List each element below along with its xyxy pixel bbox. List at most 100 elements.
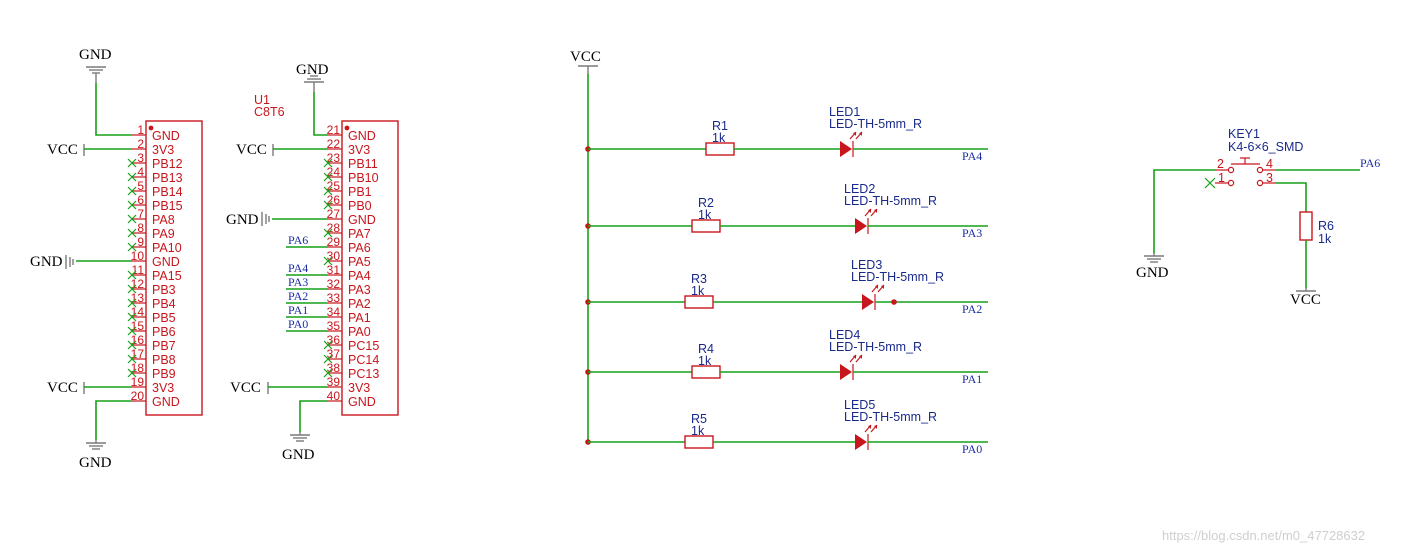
key1-pin-1: 1: [1218, 171, 1225, 185]
hl-pin-label-12: PB3: [152, 283, 176, 297]
hr-nc-mark-b-36: [323, 340, 333, 350]
hl-pin-number-3: 3: [137, 151, 144, 165]
gnd-label-key: GND: [1136, 265, 1169, 281]
hl-pin-number-9: 9: [137, 235, 144, 249]
resistor-value: 1k: [698, 208, 712, 222]
header-left-body: [145, 120, 203, 416]
hr-pin-label-38: PC13: [348, 367, 379, 381]
net-label-pa4: PA4: [962, 149, 982, 163]
hr-pin-number-40: 40: [327, 389, 341, 403]
led-bank-wiring: [578, 65, 598, 441]
key1-pin-4: 4: [1266, 157, 1273, 171]
hr-pin-label-35: PA0: [348, 325, 371, 339]
resistor-value: 1k: [698, 354, 712, 368]
key1-net-label: PA6: [1360, 156, 1380, 170]
hl-nc-mark-b-13: [127, 298, 137, 308]
hr-pin-number-32: 32: [327, 277, 341, 291]
hr-pin-label-34: PA1: [348, 311, 371, 325]
hl-pin-label-6: PB15: [152, 199, 183, 213]
header-left-wiring: [65, 66, 132, 450]
hr-pin-label-22: 3V3: [348, 143, 370, 157]
hl-nc-mark-b-14: [127, 312, 137, 322]
hl-pin-label-14: PB5: [152, 311, 176, 325]
pin21-marker: [344, 125, 350, 131]
hr-pin-number-22: 22: [327, 137, 341, 151]
hl-pin-label-5: PB14: [152, 185, 183, 199]
hl-pin-number-5: 5: [137, 179, 144, 193]
hl-pin-label-19: 3V3: [152, 381, 174, 395]
hr-pin-label-24: PB10: [348, 171, 379, 185]
key1-pin-3: 3: [1266, 171, 1273, 185]
hl-nc-mark-b-16: [127, 340, 137, 350]
hr-pin-number-29: 29: [327, 235, 341, 249]
hl-pin-label-4: PB13: [152, 171, 183, 185]
gnd-label-right-27: GND: [226, 212, 259, 228]
gnd-label-right-top: GND: [296, 62, 329, 78]
hr-pin-label-21: GND: [348, 129, 376, 143]
hl-pin-label-1: GND: [152, 129, 180, 143]
net-label-pa2: PA2: [962, 302, 982, 316]
led-symbol-LED3: [862, 294, 874, 310]
hr-pin-label-27: GND: [348, 213, 376, 227]
hr-pin-number-34: 34: [327, 305, 341, 319]
hr-pin-label-30: PA5: [348, 255, 371, 269]
hl-pin-number-11: 11: [132, 263, 145, 277]
net-label-pa4: PA4: [288, 261, 308, 275]
hr-pin-number-39: 39: [327, 375, 341, 389]
led-symbol-LED2: [855, 218, 867, 234]
hr-pin-label-25: PB1: [348, 185, 372, 199]
hl-pin-label-15: PB6: [152, 325, 176, 339]
led-designator: LED1: [829, 105, 860, 119]
hl-nc-mark-b-12: [127, 284, 137, 294]
net-label-pa0: PA0: [962, 442, 982, 456]
hl-pin-label-13: PB4: [152, 297, 176, 311]
r6-designator: R6: [1318, 219, 1334, 233]
hr-pin-label-23: PB11: [348, 157, 378, 171]
hl-nc-mark-b-3: [127, 158, 137, 168]
hl-pin-number-2: 2: [137, 137, 144, 151]
led-part: LED-TH-5mm_R: [844, 410, 937, 424]
hl-pin-label-8: PA9: [152, 227, 175, 241]
hr-pin-number-31: 31: [327, 263, 341, 277]
key1-pin-2: 2: [1217, 157, 1224, 171]
hl-pin-label-17: PB8: [152, 353, 176, 367]
led-part: LED-TH-5mm_R: [844, 194, 937, 208]
hl-nc-mark-b-5: [127, 186, 137, 196]
vcc-label-right-39: VCC: [230, 380, 261, 396]
hr-pin-label-31: PA4: [348, 269, 371, 283]
led-designator: LED4: [829, 328, 860, 342]
hl-pin-number-1: 1: [137, 123, 144, 137]
net-label-pa3: PA3: [288, 275, 308, 289]
net-label-pa2: PA2: [288, 289, 308, 303]
key1-designator: KEY1: [1228, 127, 1260, 141]
led-designator: LED5: [844, 398, 875, 412]
u1-designator: U1: [254, 93, 270, 107]
vcc-label-key: VCC: [1290, 292, 1321, 308]
hl-pin-label-16: PB7: [152, 339, 176, 353]
hr-pin-label-39: 3V3: [348, 381, 370, 395]
header-right-body: [341, 120, 399, 416]
gnd-label-left-top: GND: [79, 47, 112, 63]
hr-pin-label-28: PA7: [348, 227, 371, 241]
led-symbol-LED5: [855, 434, 867, 450]
header-right-wiring: [261, 75, 328, 442]
key1-part: K4-6×6_SMD: [1228, 140, 1303, 154]
r6-value: 1k: [1318, 232, 1332, 246]
hr-pin-label-32: PA3: [348, 283, 371, 297]
hl-pin-label-10: GND: [152, 255, 180, 269]
hl-pin-number-7: 7: [137, 207, 144, 221]
key1-switch: [1144, 157, 1360, 292]
hl-pin-label-3: PB12: [152, 157, 183, 171]
hr-nc-mark-b-38: [323, 368, 333, 378]
hl-pin-label-7: PA8: [152, 213, 175, 227]
hl-pin-label-9: PA10: [152, 241, 182, 255]
hl-nc-mark-b-7: [127, 214, 137, 224]
